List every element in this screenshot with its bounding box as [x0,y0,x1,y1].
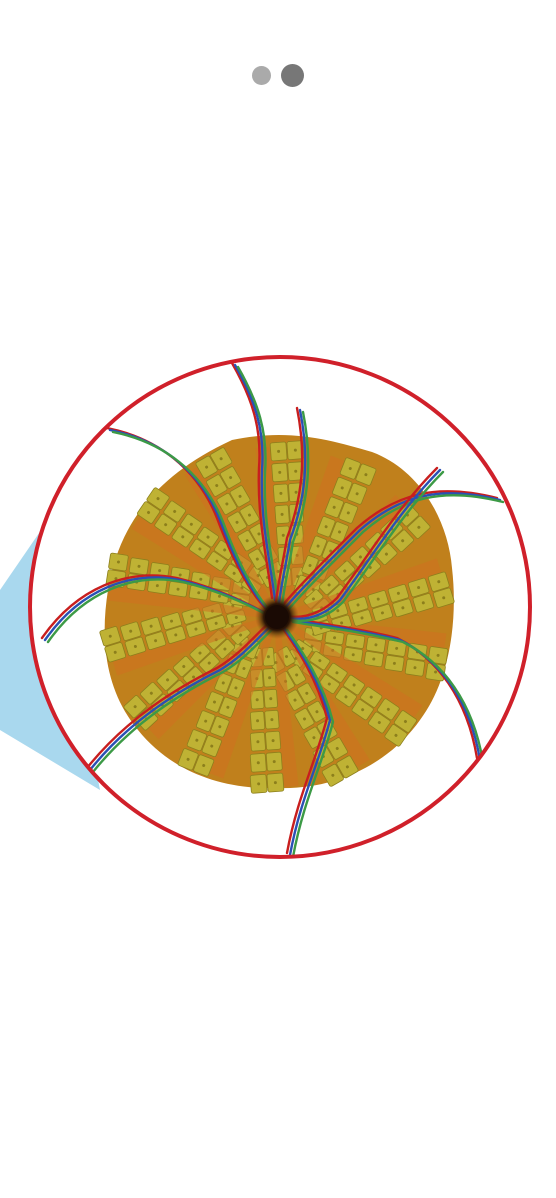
vessel-line [283,466,439,619]
vessel-line [280,410,310,609]
cell-plate [280,455,377,602]
vessel-line [285,628,335,857]
vessel-line [91,625,277,774]
vessel-line [274,406,304,605]
central-vein [265,605,289,629]
vessel-line [291,620,485,764]
vessel-line [282,626,332,857]
vessel-line [280,490,499,608]
vessel-line [236,365,280,604]
page-dot-2[interactable] [281,63,304,87]
magnifier-ring [28,355,532,859]
vessel-line [279,624,329,855]
cell-plate [131,487,269,610]
hepatocyte-plates [99,440,455,794]
vessel-line [46,578,273,644]
cell-plate [293,558,455,636]
cell-plate [99,598,261,676]
vessel-line [286,494,505,612]
portal-vessels [40,361,505,857]
vessel-line [85,621,271,770]
cell-plate [267,631,370,787]
vessel-line [286,468,442,621]
cell-plate [249,634,299,794]
vessel-line [88,623,274,772]
page-dot-1[interactable] [252,65,271,85]
vessel-line [233,363,277,602]
vessel-line [289,470,445,623]
cell-plate [105,552,260,618]
vessel-line [111,430,273,614]
vessel-line [230,361,274,600]
page-indicator[interactable] [0,63,556,87]
vessel-line [283,492,502,610]
vessel-line [277,408,307,607]
